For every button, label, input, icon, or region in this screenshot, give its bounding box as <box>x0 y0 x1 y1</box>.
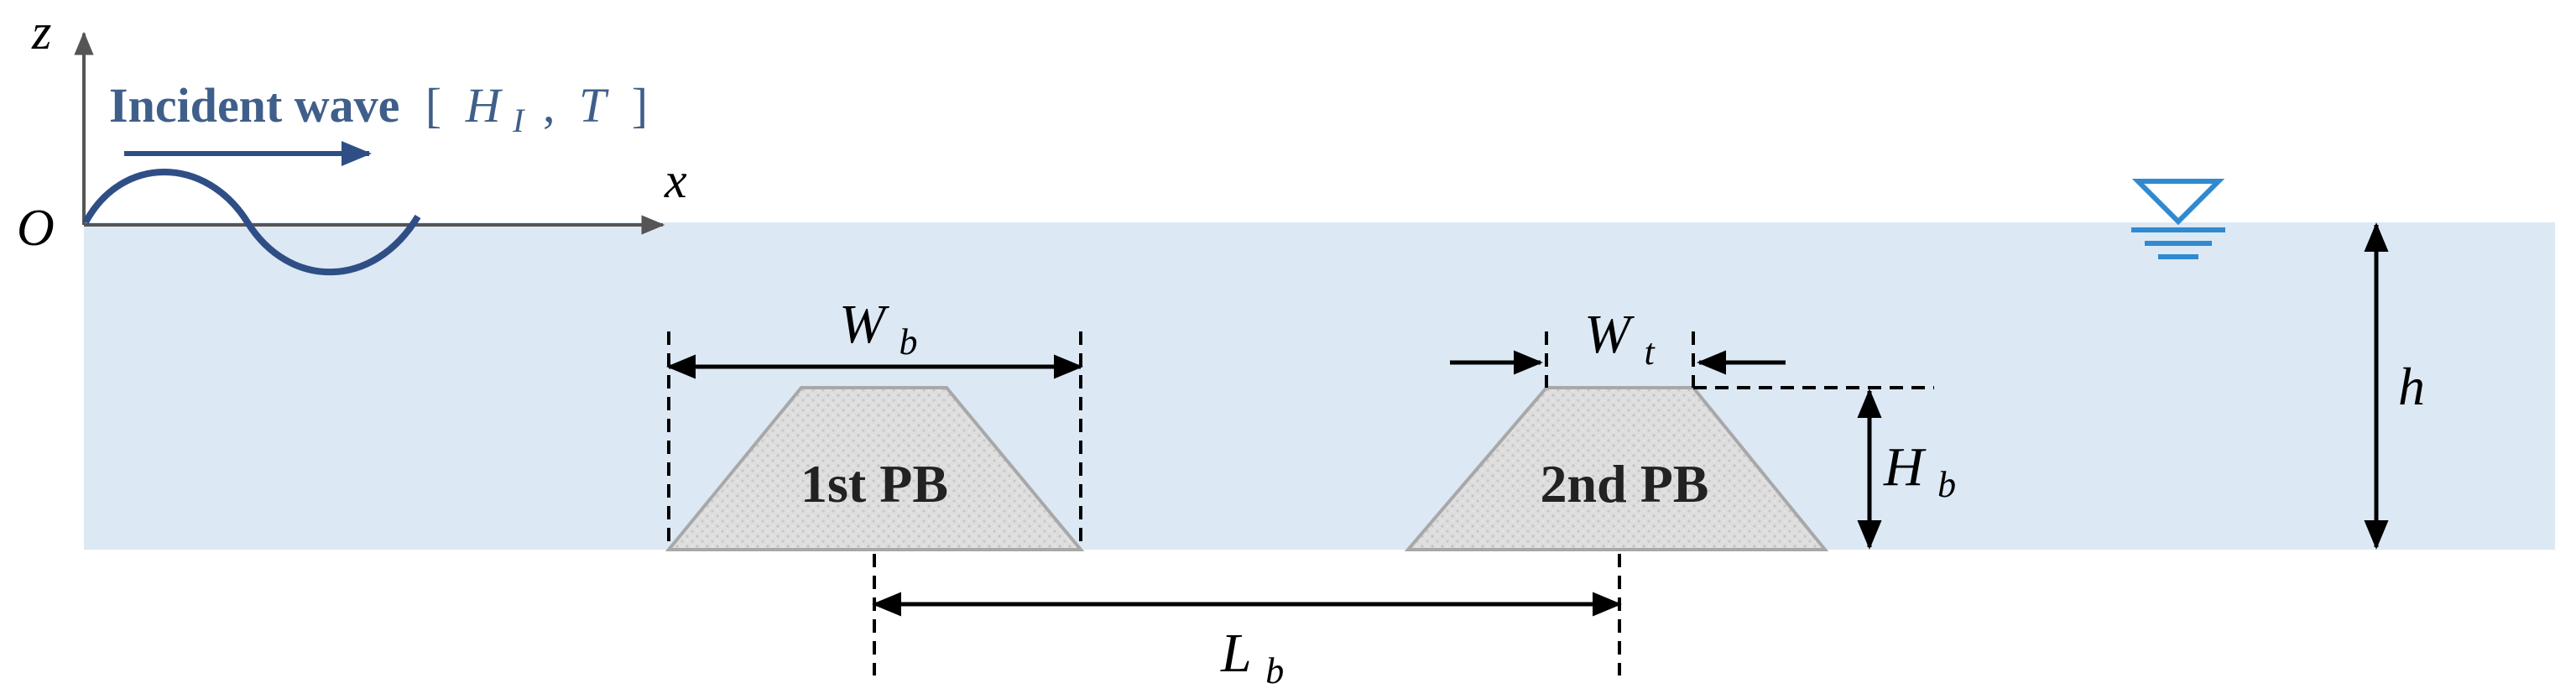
top-width-symbol: W <box>1584 304 1635 365</box>
wave-height-symbol: H <box>465 78 503 133</box>
bracket-close: ] <box>632 78 648 133</box>
height-subscript: b <box>1937 464 1956 505</box>
spacing-symbol: L <box>1220 623 1252 684</box>
height-label: H b <box>1883 436 1956 505</box>
base-width-label: W b <box>839 294 917 363</box>
wave-height-subscript: I <box>512 102 525 139</box>
height-symbol: H <box>1883 436 1927 498</box>
comma: , <box>543 78 555 133</box>
incident-wave-curve <box>82 169 421 276</box>
still-water-level-icon <box>2131 179 2225 259</box>
base-width-subscript: b <box>899 321 917 363</box>
x-axis-label: x <box>664 153 687 208</box>
wave-period-symbol: T <box>579 78 609 133</box>
base-width-symbol: W <box>839 294 889 355</box>
base-width-dimension <box>667 331 1082 550</box>
first-breakwater <box>665 386 1085 551</box>
water-region <box>84 222 2555 550</box>
origin-label: O <box>17 200 55 257</box>
z-axis-label: z <box>31 4 51 60</box>
top-width-label: W t <box>1584 304 1656 373</box>
incident-wave-title: Incident wave [ H I , T ] <box>109 78 648 143</box>
depth-label: h <box>2398 357 2425 416</box>
incident-wave-label: Incident wave <box>109 78 399 133</box>
top-width-subscript: t <box>1644 331 1656 373</box>
top-width-dimension <box>1545 331 1695 388</box>
spacing-label: L b <box>1220 623 1284 691</box>
first-breakwater-label: 1st PB <box>800 454 948 514</box>
bracket-open: [ <box>425 78 441 133</box>
second-breakwater-label: 2nd PB <box>1541 454 1709 514</box>
spacing-subscript: b <box>1265 650 1284 691</box>
